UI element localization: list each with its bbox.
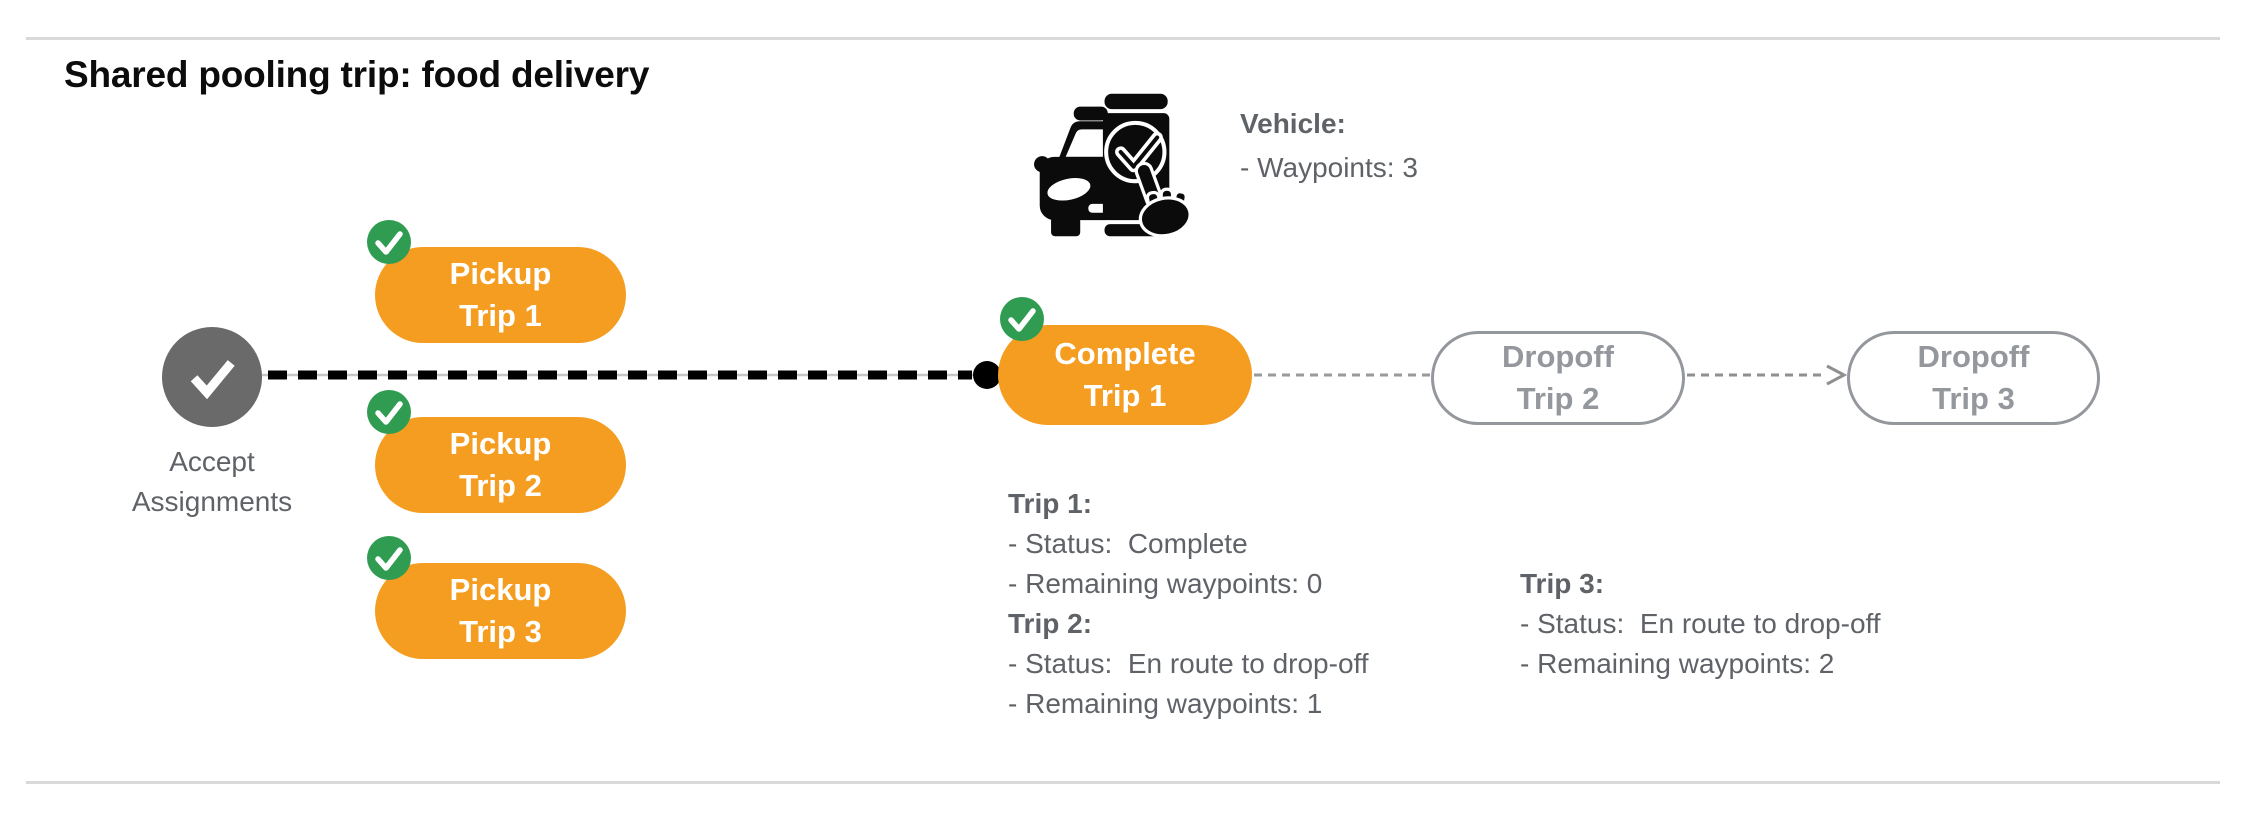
arrowhead-icon (1826, 364, 1848, 386)
trip3-waypoints: - Remaining waypoints: 2 (1520, 648, 1835, 679)
trip1-waypoints: - Remaining waypoints: 0 (1008, 568, 1323, 599)
node-pickup-trip3: Pickup Trip 3 (375, 563, 626, 659)
trip2-status: - Status: En route to drop-off (1008, 648, 1369, 679)
trip2-waypoints: - Remaining waypoints: 1 (1008, 688, 1323, 719)
node-accept-assignments (162, 327, 262, 427)
check-badge-pickup-trip2 (367, 390, 411, 434)
top-divider (26, 37, 2220, 40)
status-block-trip1-trip2: Trip 1: - Status: Complete - Remaining w… (1008, 484, 1369, 724)
check-badge-pickup-trip1 (367, 220, 411, 264)
connector-accept-to-complete (262, 361, 1001, 389)
checkmark-icon (375, 547, 403, 571)
node-complete-trip1: Complete Trip 1 (998, 325, 1252, 425)
accept-assignments-label: Accept Assignments (131, 446, 293, 517)
node-pickup-trip2: Pickup Trip 2 (375, 417, 626, 513)
check-badge-complete-trip1 (1000, 297, 1044, 341)
trip1-header: Trip 1: (1008, 488, 1093, 519)
checkmark-icon (375, 401, 403, 425)
node-dropoff-trip3: Dropoff Trip 3 (1847, 331, 2100, 425)
status-block-trip3: Trip 3: - Status: En route to drop-off -… (1520, 564, 1881, 684)
trip1-status: - Status: Complete (1008, 528, 1248, 559)
node-dropoff-trip2: Dropoff Trip 2 (1431, 331, 1685, 425)
trip2-header: Trip 2: (1008, 608, 1093, 639)
connector-complete-to-dropoff2 (1254, 373, 1430, 377)
trip3-header: Trip 3: (1520, 568, 1605, 599)
waypoint-dot (973, 361, 1001, 389)
checkmark-icon (190, 360, 235, 400)
vehicle-waypoints: - Waypoints: 3 (1240, 152, 1418, 183)
bottom-divider (26, 781, 2220, 784)
checkmark-icon (375, 231, 403, 255)
page-title: Shared pooling trip: food delivery (64, 54, 650, 95)
check-badge-pickup-trip3 (367, 536, 411, 580)
connector-dropoff2-to-dropoff3 (1687, 364, 1848, 386)
checkmark-icon (1008, 308, 1036, 332)
node-pickup-trip1: Pickup Trip 1 (375, 247, 626, 343)
vehicle-label: Vehicle: (1240, 108, 1346, 139)
trip3-status: - Status: En route to drop-off (1520, 608, 1881, 639)
car-phone-checkmark-icon (1034, 93, 1192, 238)
vehicle-info: Vehicle: - Waypoints: 3 (1240, 102, 1418, 190)
